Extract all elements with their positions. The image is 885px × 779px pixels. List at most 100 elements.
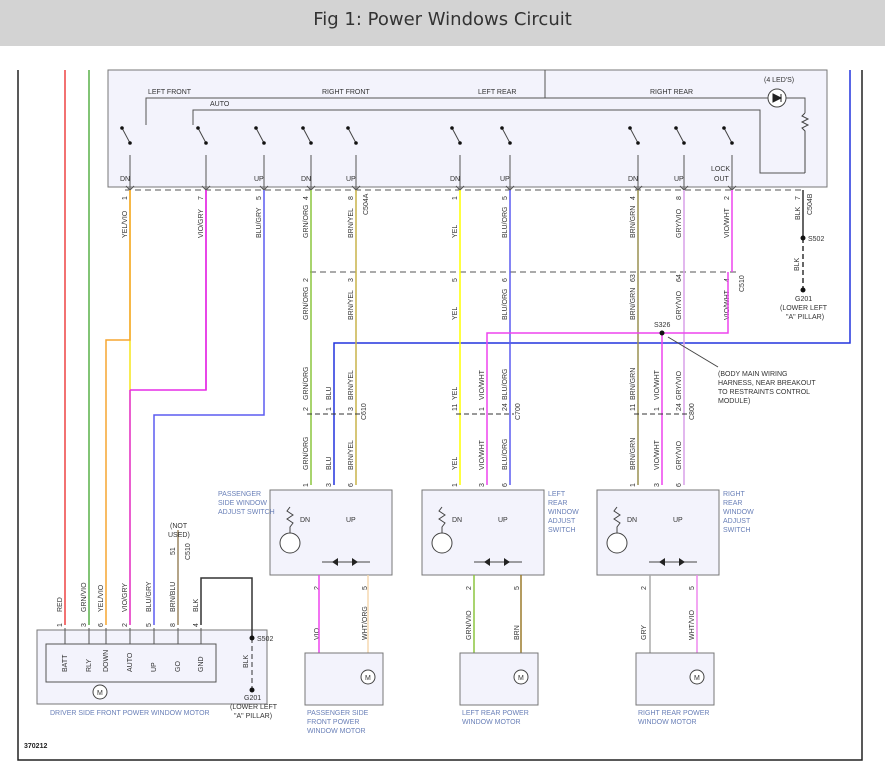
s326-note-4: MODULE): [718, 398, 750, 405]
c510-pin: 5: [452, 278, 459, 282]
door-connector-c700: 11YELYEL11VIO/WHTVIO/WHT324BLU/ORGBLU/OR…: [452, 368, 522, 487]
terminal-fn-label: DN: [450, 176, 460, 183]
driver-pin-function: GND: [198, 656, 205, 672]
diode-icon: [332, 558, 358, 566]
s326-note-1: (BODY MAIN WIRING: [718, 371, 787, 378]
wire-label: BLU/ORG: [502, 438, 509, 470]
driver-pin: 3: [81, 623, 88, 627]
resistor-icon: [800, 112, 810, 173]
motor-icon: [92, 684, 108, 700]
wire-label: GRN/ORG: [303, 367, 310, 400]
wire-label: GRY: [641, 625, 648, 640]
wire-label: GRN/VIO: [81, 582, 88, 612]
terminal-pin: 5: [256, 196, 263, 200]
s326-note-3: TO RESTRAINTS CONTROL: [718, 389, 810, 396]
switch-caption: ADJUST SWITCH: [218, 509, 275, 516]
s326-note-2: HARNESS, NEAR BREAKOUT: [718, 380, 816, 387]
terminal-pin: 7: [795, 196, 802, 200]
wire-label: BRN/GRN: [630, 368, 637, 400]
ground-bottom-loc-1: (LOWER LEFT: [230, 704, 278, 711]
terminal-pin: 8: [676, 196, 683, 200]
wire-label: YEL: [452, 387, 459, 400]
driver-pin-function: AUTO: [127, 652, 134, 672]
wire-label: GRN/ORG: [303, 205, 310, 238]
motor-caption: WINDOW MOTOR: [307, 728, 366, 735]
contact-dot: [254, 126, 258, 130]
wire-blu-gry: [153, 190, 265, 625]
motor-caption: FRONT POWER: [307, 719, 359, 726]
wire-label: GRY/VIO: [676, 440, 683, 470]
connector-name: C800: [689, 403, 696, 420]
switch-contact: [723, 127, 733, 144]
terminal-fn-label: DN: [628, 176, 638, 183]
led-icon: [431, 532, 453, 554]
wire-label: GRY/VIO: [676, 370, 683, 400]
switch-contact: [675, 127, 685, 144]
wire-label: YEL/VIO: [122, 210, 129, 238]
connector-pin: 3: [348, 407, 355, 411]
motor-icon: [513, 669, 529, 685]
switch-caption: WINDOW: [723, 509, 754, 516]
switch-contact: [451, 127, 461, 144]
s326-leader: [667, 336, 719, 368]
wire-label: RED: [57, 597, 64, 612]
motor-icon: [689, 669, 705, 685]
contact-dot: [682, 141, 686, 145]
switch-out-pin: 2: [314, 586, 321, 590]
switch-caption: PASSENGER: [218, 491, 261, 498]
contact-dot: [309, 141, 313, 145]
splice-s502-top: [800, 235, 806, 241]
group-left-rear: LEFT REAR: [478, 89, 516, 96]
wire-label: YEL/VIO: [98, 584, 105, 612]
terminal-pin: 5: [502, 196, 509, 200]
connector-c504b: C504B: [807, 193, 814, 215]
switch-contact: [121, 127, 131, 144]
ground-bottom-wire-label: BLK: [243, 654, 250, 668]
driver-pin-function: GO: [175, 661, 182, 672]
group-left-front: LEFT FRONT: [148, 89, 192, 96]
connector-pin: 11: [452, 404, 459, 411]
driver-pin: 6: [98, 623, 105, 627]
switch-caption: WINDOW: [548, 509, 579, 516]
switch-out-pin: 5: [514, 586, 521, 590]
c510-pin: 3: [348, 278, 355, 282]
connector-pin: 1: [326, 407, 333, 411]
contact-dot: [636, 141, 640, 145]
switch-contact: [501, 127, 511, 144]
contact-dot: [196, 126, 200, 130]
wire-label: BLU/GRY: [256, 207, 263, 238]
wire-label: BRN/BLU: [170, 582, 177, 612]
connector-pin: 1: [654, 407, 661, 411]
contact-dot: [508, 141, 512, 145]
wire-label: BLU/ORG: [502, 206, 509, 238]
terminal-fn-label: UP: [500, 176, 510, 183]
terminal-pin: 1: [452, 196, 459, 200]
switch-pin: 3: [326, 483, 333, 487]
ground-bottom-name: G201: [244, 695, 261, 702]
wire-label: BRN/GRN: [630, 438, 637, 470]
motor-caption: WINDOW MOTOR: [462, 719, 521, 726]
switch-caption: LEFT: [548, 491, 566, 498]
switch-contact: [629, 127, 639, 144]
resistor-icon: [438, 506, 446, 533]
terminal-pin: 7: [198, 196, 205, 200]
wire-label: GRN/ORG: [303, 287, 310, 320]
wire-label: VIO/GRY: [198, 209, 205, 238]
wire-label: BLU/ORG: [502, 368, 509, 400]
contact-dot: [628, 126, 632, 130]
switch-caption: RIGHT: [723, 491, 746, 498]
connector-name: C700: [515, 403, 522, 420]
contact-dot: [120, 126, 124, 130]
not-used-2: USED): [168, 532, 190, 539]
driver-motor-caption: DRIVER SIDE FRONT POWER WINDOW MOTOR: [50, 710, 210, 717]
driver-pin-function: UP: [151, 662, 158, 672]
terminal-fn-label: UP: [254, 176, 264, 183]
wire-label: BRN/GRN: [630, 206, 637, 238]
ground-top-loc-2: "A" PILLAR): [786, 314, 824, 321]
